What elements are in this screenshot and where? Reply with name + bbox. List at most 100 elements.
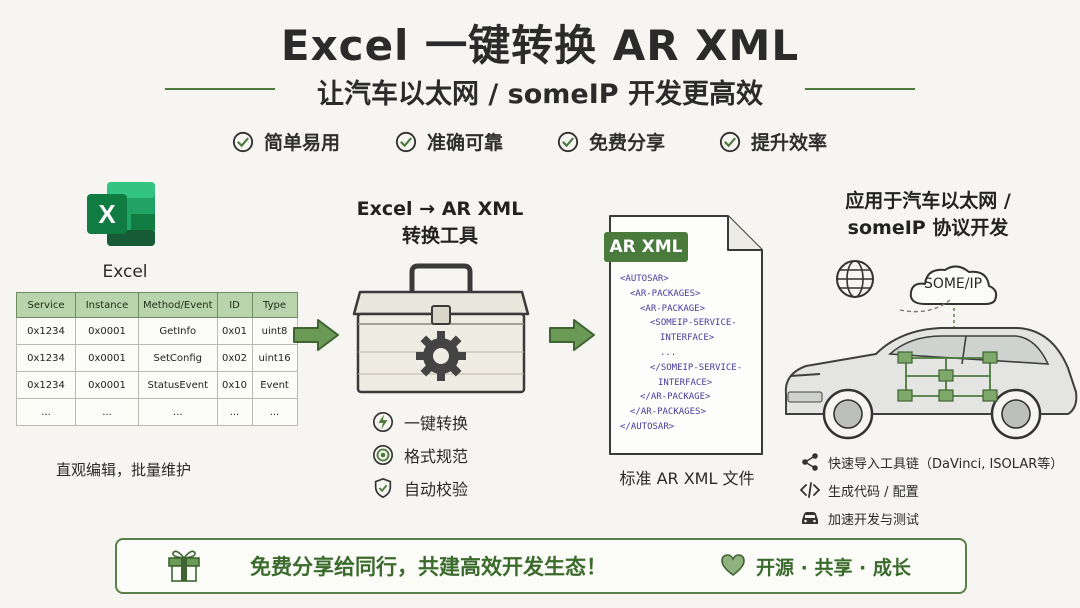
table-row: 0x1234 0x0001 GetInfo 0x01 uint8	[16, 317, 298, 345]
xml-line: </AUTOSAR>	[620, 421, 675, 432]
tool-bullet-label: 格式规范	[404, 447, 469, 466]
tool-title-line1: Excel → AR XML	[356, 198, 524, 220]
feature-label: 简单易用	[264, 132, 341, 154]
table-cell: ...	[251, 398, 298, 426]
feature-item: 免费分享	[557, 128, 665, 155]
arrow-right-icon	[293, 319, 339, 351]
table-cell: uint16	[251, 344, 298, 372]
cloud-label: SOME/IP	[923, 276, 983, 292]
arrow-right-icon	[549, 319, 595, 351]
page-subtitle: 让汽车以太网 / someIP 开发更高效	[317, 79, 763, 110]
column-header: Service	[16, 292, 76, 318]
excel-table: Service Instance Method/Event ID Type 0x…	[16, 292, 298, 426]
table-row: ... ... ... ... ...	[16, 398, 298, 426]
globe-icon	[836, 260, 874, 298]
feature-label: 提升效率	[751, 132, 828, 154]
page-title: Excel 一键转换 AR XML	[280, 21, 800, 70]
table-cell: 0x0001	[75, 317, 139, 345]
heart-icon	[721, 554, 745, 576]
table-cell: uint8	[251, 317, 298, 345]
feature-item: 准确可靠	[395, 128, 503, 155]
tool-bullet: 格式规范	[372, 443, 468, 467]
table-cell: 0x0001	[75, 371, 139, 399]
table-cell: 0x1234	[16, 317, 76, 345]
xml-line: <AR-PACKAGE>	[640, 303, 706, 314]
app-title-line1: 应用于汽车以太网 /	[845, 190, 1011, 212]
table-cell: 0x10	[216, 371, 253, 399]
table-cell: ...	[16, 398, 76, 426]
table-cell: ...	[75, 398, 139, 426]
app-title-line2: someIP 协议开发	[847, 217, 1009, 239]
car-icon	[802, 512, 818, 524]
car-network-icon	[784, 299, 1078, 440]
subtitle-rule-right	[805, 88, 915, 90]
tool-bullet: 自动校验	[372, 476, 468, 500]
excel-caption: 直观编辑，批量维护	[56, 461, 192, 479]
column-header: ID	[216, 292, 253, 318]
share-nodes-icon	[802, 453, 818, 471]
banner-right-text: 开源 · 共享 · 成长	[756, 557, 911, 579]
column-header: Type	[251, 292, 298, 318]
app-title: 应用于汽车以太网 / someIP 协议开发	[818, 188, 1038, 242]
xml-line: <SOMEIP-SERVICE-	[650, 318, 737, 329]
gift-icon	[168, 550, 200, 582]
xml-document-icon	[609, 215, 763, 455]
table-cell: SetConfig	[138, 344, 218, 372]
feature-label: 准确可靠	[427, 132, 504, 154]
table-row: 0x1234 0x0001 StatusEvent 0x10 Event	[16, 371, 298, 399]
xml-line: ...	[660, 347, 677, 358]
xml-line: INTERFACE>	[658, 377, 713, 388]
check-circle-icon	[719, 131, 741, 152]
feature-item: 提升效率	[719, 128, 827, 155]
column-header: Instance	[75, 292, 139, 318]
app-bullet-label: 生成代码 / 配置	[828, 484, 919, 500]
xml-caption: 标准 AR XML 文件	[619, 469, 755, 488]
column-header: Method/Event	[138, 292, 218, 318]
tool-bullet-label: 一键转换	[404, 414, 469, 433]
tool-bullet: 一键转换	[372, 410, 468, 434]
xml-line: </AR-PACKAGES>	[630, 407, 706, 418]
shield-check-icon	[374, 477, 392, 499]
toolbox-icon	[352, 263, 530, 394]
table-cell: StatusEvent	[138, 371, 218, 399]
app-bullet-label: 加速开发与测试	[828, 512, 920, 528]
table-cell: ...	[138, 398, 218, 426]
xml-line: <AR-PACKAGES>	[630, 288, 701, 299]
subtitle-rule-left	[165, 88, 275, 90]
excel-table-wrap: Service Instance Method/Event ID Type 0x…	[16, 292, 298, 426]
xml-badge: AR XML	[604, 232, 688, 262]
table-cell: ...	[216, 398, 253, 426]
check-circle-icon	[395, 131, 417, 152]
bottom-banner	[115, 538, 967, 594]
app-bullet: 生成代码 / 配置	[800, 480, 919, 500]
table-cell: 0x02	[216, 344, 253, 372]
check-circle-icon	[232, 131, 254, 152]
code-icon	[800, 482, 820, 498]
app-bullet: 加速开发与测试	[800, 508, 919, 528]
banner-main-text: 免费分享给同行，共建高效开发生态！	[250, 555, 607, 579]
target-icon	[373, 445, 393, 465]
table-cell: Event	[251, 371, 298, 399]
xml-line: <AUTOSAR>	[620, 274, 669, 284]
tool-title-line2: 转换工具	[401, 225, 478, 247]
app-bullet: 快速导入工具链（DaVinci, ISOLAR等）	[800, 452, 1063, 472]
tool-title: Excel → AR XML 转换工具	[330, 196, 550, 250]
table-cell: 0x01	[216, 317, 253, 345]
lightning-icon	[373, 412, 393, 432]
svg-text:X: X	[98, 199, 116, 229]
table-cell: 0x0001	[75, 344, 139, 372]
xml-code: <AUTOSAR> <AR-PACKAGES> <AR-PACKAGE> <SO…	[620, 272, 742, 435]
excel-logo-icon: X	[87, 182, 155, 246]
tool-bullet-label: 自动校验	[404, 480, 469, 499]
xml-line: </SOMEIP-SERVICE-	[650, 362, 743, 373]
xml-line: INTERFACE>	[660, 333, 715, 344]
feature-label: 免费分享	[589, 132, 666, 154]
table-cell: 0x1234	[16, 371, 76, 399]
table-cell: 0x1234	[16, 344, 76, 372]
table-row: 0x1234 0x0001 SetConfig 0x02 uint16	[16, 344, 298, 372]
table-header-row: Service Instance Method/Event ID Type	[16, 292, 298, 318]
check-circle-icon	[557, 131, 579, 152]
xml-line: </AR-PACKAGE>	[640, 392, 711, 403]
feature-item: 简单易用	[232, 128, 340, 155]
excel-label: Excel	[102, 262, 148, 282]
